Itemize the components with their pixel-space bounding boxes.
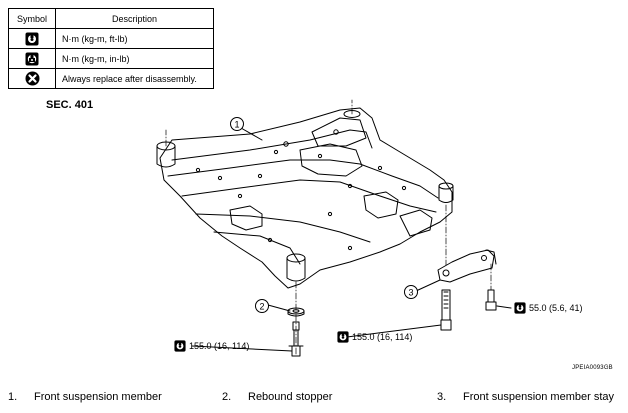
callout-2-number: 2 — [259, 302, 264, 312]
suspension-member-outline — [159, 107, 453, 289]
legend-row: Always replace after disassembly. — [8, 68, 214, 89]
symbol-legend-table: Symbol Description N·m (kg-m, ft-lb) N·m… — [8, 8, 214, 89]
part-number: 2. — [222, 391, 232, 403]
legend-row: N·m (kg-m, ft-lb) — [8, 28, 214, 49]
list-item: 1. Front suspension member — [8, 391, 162, 403]
torque-wrench-kgm-icon — [174, 340, 186, 352]
always-replace-icon — [25, 71, 39, 86]
callout-2: 2 — [255, 299, 269, 313]
section-label: SEC. 401 — [46, 99, 94, 111]
bolt-middle — [440, 289, 452, 331]
part-name: Rebound stopper — [248, 391, 333, 403]
part-name: Front suspension member stay — [463, 391, 615, 403]
legend-row: N·m (kg-m, in-lb) — [8, 48, 214, 69]
torque-label-middle: 155.0 (16, 114) — [337, 331, 412, 343]
part-number: 1. — [8, 391, 18, 403]
torque-value-right: 55.0 (5.6, 41) — [529, 303, 583, 313]
callout-3: 3 — [404, 285, 418, 299]
list-item: 2. Rebound stopper — [222, 391, 332, 403]
callout-3-number: 3 — [408, 288, 413, 298]
callout-1-number: 1 — [234, 120, 239, 130]
torque-wrench-kgm-icon — [514, 302, 526, 314]
torque-value-middle: 155.0 (16, 114) — [352, 332, 413, 342]
torque-label-right: 55.0 (5.6, 41) — [514, 302, 583, 314]
legend-header-row: Symbol Description — [8, 8, 214, 29]
legend-row-description: Always replace after disassembly. — [55, 68, 214, 89]
bolt-left — [288, 321, 304, 357]
part-number: 3. — [437, 391, 447, 403]
torque-wrench-inlb-icon — [25, 52, 39, 65]
list-item: 3. Front suspension member stay — [437, 391, 614, 403]
torque-wrench-kgm-icon — [25, 32, 39, 45]
bolt-right — [485, 263, 497, 311]
torque-value-left: 155.0 (16, 114) — [189, 341, 250, 351]
suspension-member-stay — [437, 249, 495, 283]
torque-label-left: 155.0 (16, 114) — [174, 340, 249, 352]
torque-wrench-kgm-icon — [337, 331, 349, 343]
image-code: JPEIA0093GB — [572, 365, 613, 371]
callout-1: 1 — [230, 117, 244, 131]
part-name: Front suspension member — [34, 391, 162, 403]
